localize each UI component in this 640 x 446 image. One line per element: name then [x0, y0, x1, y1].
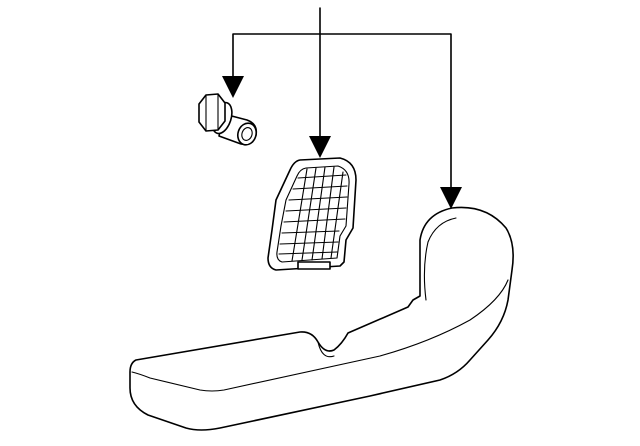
bolt-tip: [236, 122, 258, 146]
grille-cover-tab: [297, 261, 331, 270]
grille-cover-inner-rim: [276, 165, 350, 263]
leader-branch: [232, 33, 452, 189]
grille-mesh: [278, 166, 348, 262]
seat-side-shield: [129, 206, 514, 431]
bolt-tip-inner: [241, 127, 253, 141]
callout-arrows: [222, 76, 462, 209]
seat-side-shield-edge: [131, 279, 509, 392]
arrow-to-bolt: [222, 76, 244, 98]
bolt: [198, 93, 258, 146]
grille-cover: [267, 157, 357, 271]
seat-side-shield-notch: [317, 341, 335, 358]
leader-lines: [232, 7, 452, 189]
bolt-head: [198, 93, 226, 132]
arrow-to-seat-side-shield: [440, 187, 462, 209]
arrow-to-grille-cover: [309, 136, 331, 158]
seat-side-shield-body: [129, 206, 514, 431]
seat-side-shield-upper-contour: [423, 217, 457, 301]
